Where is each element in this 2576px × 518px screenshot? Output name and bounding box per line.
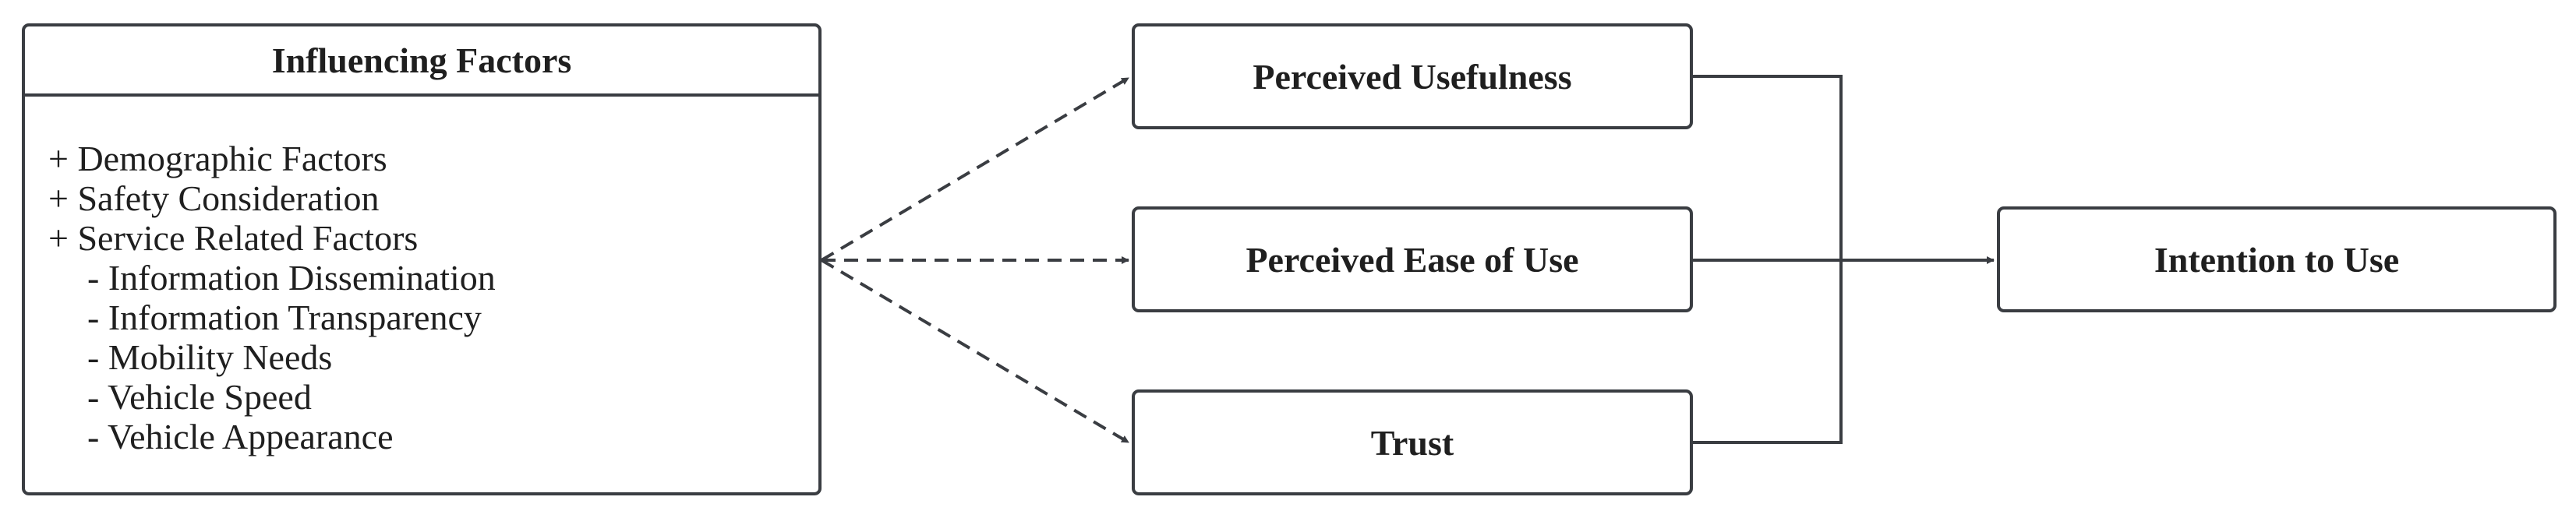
arrow-factors-to-usefulness <box>820 76 1130 262</box>
line-usefulness-to-junction <box>1693 75 1843 260</box>
influencing-factors-box: Influencing Factors + Demographic Factor… <box>22 23 822 495</box>
perceived-usefulness-node: Perceived Usefulness <box>1132 23 1693 129</box>
line-trust-to-junction <box>1693 260 1843 444</box>
factor-subitem: - Information Dissemination <box>87 258 496 298</box>
factor-subitem: - Vehicle Speed <box>87 377 312 417</box>
trust-node: Trust <box>1132 389 1693 495</box>
factor-subitem: - Information Transparency <box>87 298 482 337</box>
factor-item: + Demographic Factors <box>48 139 387 178</box>
influencing-factors-title: Influencing Factors <box>25 26 818 97</box>
influencing-factors-list: + Demographic Factors+ Safety Considerat… <box>48 139 496 456</box>
factor-item: + Service Related Factors <box>48 218 419 258</box>
intention-to-use-node: Intention to Use <box>1997 206 2557 312</box>
factor-subitem: - Vehicle Appearance <box>87 417 394 456</box>
arrow-factors-to-trust <box>820 259 1130 444</box>
perceived-ease-of-use-node: Perceived Ease of Use <box>1132 206 1693 312</box>
factor-subitem: - Mobility Needs <box>87 337 333 377</box>
factor-item: + Safety Consideration <box>48 178 380 218</box>
